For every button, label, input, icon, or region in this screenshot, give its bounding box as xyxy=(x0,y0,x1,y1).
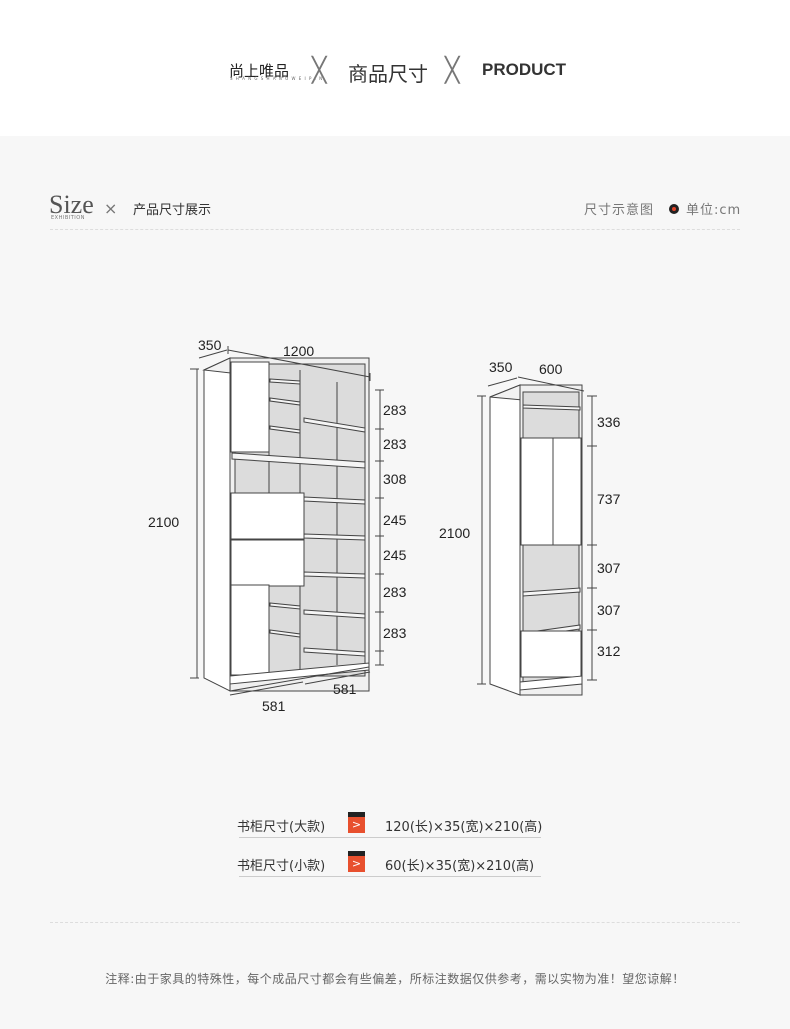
large-shelf-label: 308 xyxy=(383,471,407,487)
header-title-en: PRODUCT xyxy=(482,60,567,79)
small-shelf-label: 737 xyxy=(597,491,621,507)
large-height-label: 2100 xyxy=(148,514,179,530)
large-shelf-label: 283 xyxy=(383,584,407,600)
section-size-sub: EXHIBITION xyxy=(51,215,85,221)
small-shelf-label: 336 xyxy=(597,414,621,430)
large-width-label: 1200 xyxy=(283,343,314,359)
unit-label: 单位:cm xyxy=(686,203,742,218)
spec-value: 120(长)×35(宽)×210(高) xyxy=(385,820,543,835)
large-shelf-label: 245 xyxy=(383,547,407,563)
large-bottom-right-label: 581 xyxy=(333,681,357,697)
diagram-label: 尺寸示意图 xyxy=(584,203,655,218)
small-shelf-label: 312 xyxy=(597,643,621,659)
small-depth-label: 350 xyxy=(489,359,513,375)
arrow-right-icon: > xyxy=(348,812,365,833)
large-depth-label: 350 xyxy=(198,337,222,353)
small-shelf-label: 307 xyxy=(597,602,621,618)
spec-value: 60(长)×35(宽)×210(高) xyxy=(385,859,535,874)
large-shelf-label: 283 xyxy=(383,402,407,418)
small-shelf-label: 307 xyxy=(597,560,621,576)
header-title-cn: 商品尺寸 xyxy=(348,62,428,86)
spec-label: 书柜尺寸(大款) xyxy=(237,820,326,835)
divider xyxy=(239,876,541,877)
cross-separator-icon: ╳ xyxy=(312,56,327,84)
spec-label: 书柜尺寸(小款) xyxy=(237,859,326,874)
small-width-label: 600 xyxy=(539,361,563,377)
cross-separator-icon: × xyxy=(104,199,118,218)
divider xyxy=(50,922,740,923)
cross-separator-icon: ╳ xyxy=(445,56,460,84)
section-title: 产品尺寸展示 xyxy=(133,203,212,218)
large-shelf-label: 245 xyxy=(383,512,407,528)
brand-logo-subtitle: S H A N G S H A N G W E I P I N xyxy=(230,76,324,81)
spec-row-large: 书柜尺寸(大款) > 120(长)×35(宽)×210(高) xyxy=(237,812,543,838)
disclaimer-note: 注释:由于家具的特殊性，每个成品尺寸都会有些偏差，所标注数据仅供参考，需以实物为… xyxy=(105,972,685,986)
large-shelf-label: 283 xyxy=(383,436,407,452)
arrow-right-icon: > xyxy=(348,851,365,872)
small-height-label: 2100 xyxy=(439,525,470,541)
spec-row-small: 书柜尺寸(小款) > 60(长)×35(宽)×210(高) xyxy=(237,851,541,877)
divider xyxy=(239,837,541,838)
large-bottom-left-label: 581 xyxy=(262,698,286,714)
divider xyxy=(50,229,740,230)
large-shelf-label: 283 xyxy=(383,625,407,641)
bullet-dot-icon xyxy=(669,204,679,214)
section-size-word: Size xyxy=(49,190,94,219)
top-header: 尚上唯品 S H A N G S H A N G W E I P I N ╳ 商… xyxy=(0,0,790,136)
brand-logo: 尚上唯品 xyxy=(229,62,290,80)
